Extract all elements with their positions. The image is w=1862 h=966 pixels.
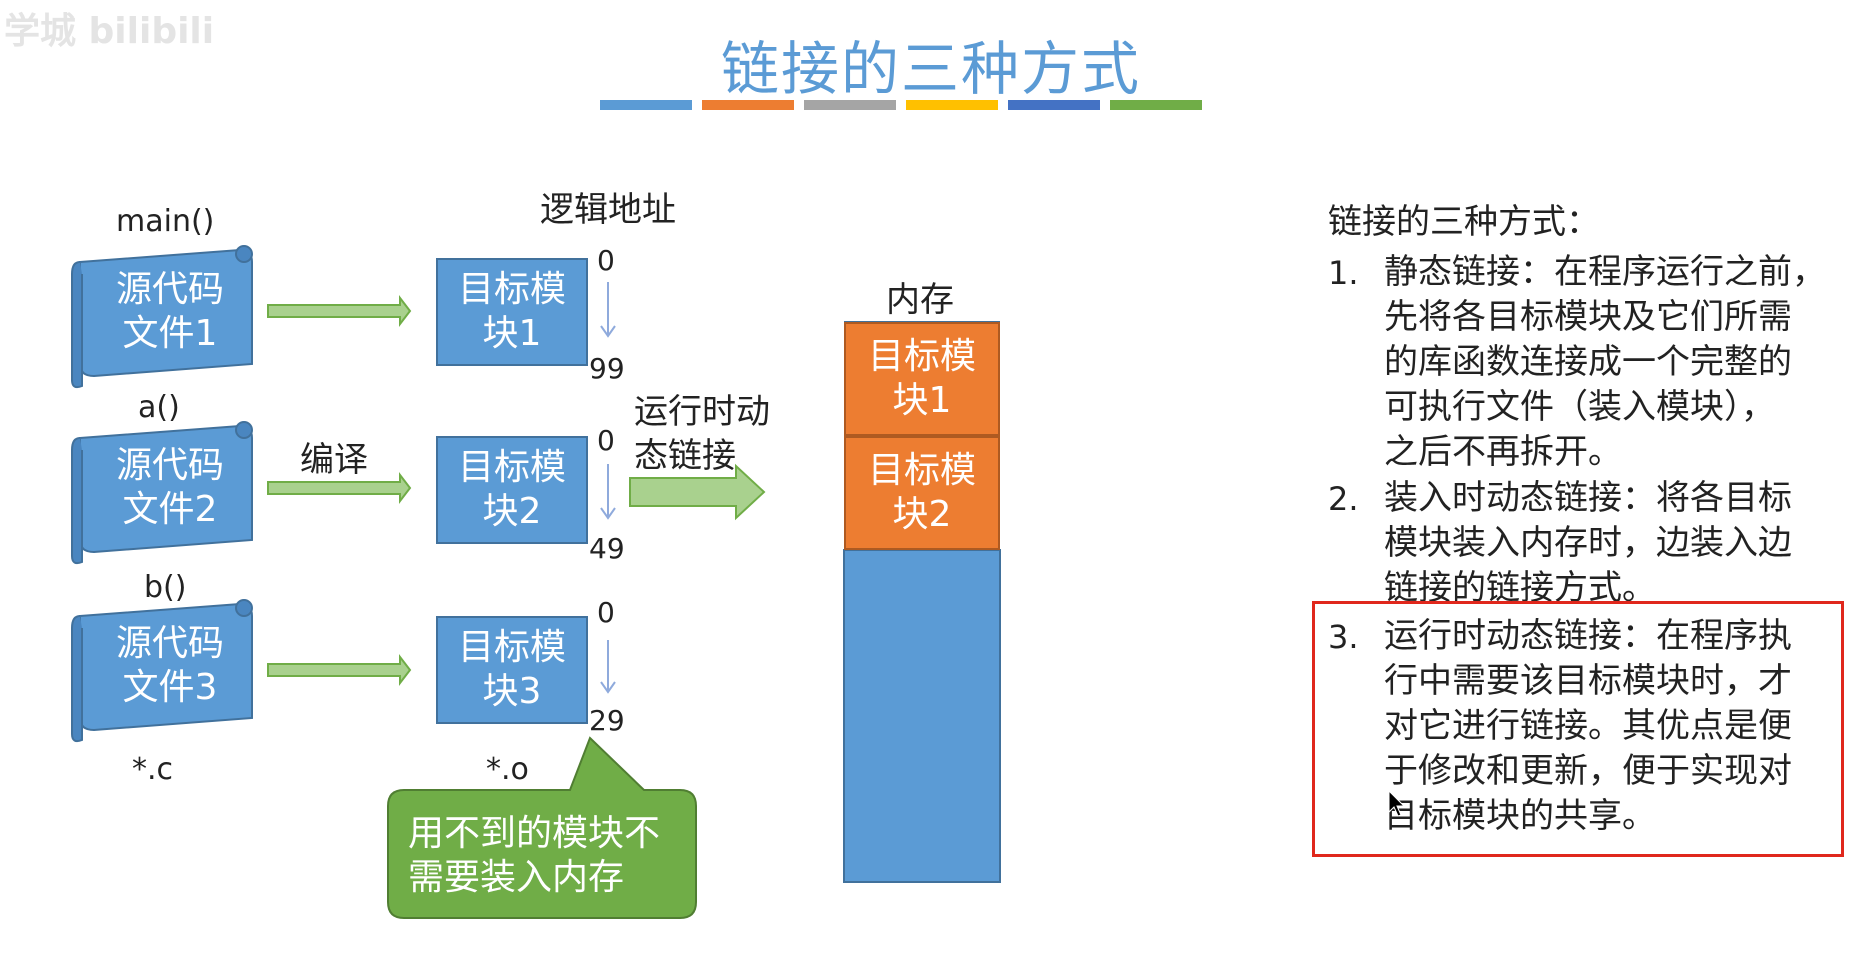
source-file-2: 源代码文件2 — [115, 445, 224, 530]
scroll-shape-1 — [71, 245, 253, 389]
title-color-bar — [600, 100, 1202, 110]
link-arrow — [629, 463, 766, 521]
module-2-start-address: 0 — [597, 424, 615, 457]
object-module-2: 目标模块2 — [436, 436, 588, 544]
title-bar-segment — [804, 100, 896, 110]
compile-label: 编译 — [300, 440, 368, 480]
module-3-start-address: 0 — [597, 596, 615, 629]
source-file-1: 源代码文件1 — [115, 269, 224, 354]
compile-arrow-1 — [267, 295, 412, 327]
compile-arrow-3 — [267, 654, 412, 686]
source-ext-label: *.c — [132, 752, 174, 787]
scroll-shape-2 — [71, 421, 253, 565]
address-arrow-3 — [600, 640, 616, 694]
watermark: 学城 bilibili — [4, 11, 215, 52]
memory-block-module-1: 目标模块1 — [844, 322, 1000, 436]
memory-block-module-2: 目标模块2 — [844, 436, 1000, 550]
source-func-label-3: b() — [144, 570, 187, 605]
source-func-label-2: a() — [138, 390, 180, 425]
module-3-end-address: 29 — [589, 704, 625, 737]
title-bar-segment — [1110, 100, 1202, 110]
module-ext-label: *.o — [486, 752, 529, 787]
scroll-shape-3 — [71, 599, 253, 743]
module-2-end-address: 49 — [589, 532, 625, 565]
source-file-3: 源代码文件3 — [115, 623, 224, 708]
title-bar-segment — [600, 100, 692, 110]
compile-arrow-2 — [267, 472, 412, 504]
title-bar-segment — [702, 100, 794, 110]
logical-address-label: 逻辑地址 — [540, 190, 676, 230]
module-1-end-address: 99 — [589, 352, 625, 385]
mouse-cursor-icon — [1388, 790, 1406, 817]
memory-free-area — [843, 549, 1001, 883]
module-1-start-address: 0 — [597, 244, 615, 277]
address-arrow-1 — [600, 282, 616, 338]
runtime-link-label: 运行时动态链接 — [634, 392, 770, 476]
callout-bubble — [387, 736, 697, 919]
title-bar-segment — [1008, 100, 1100, 110]
callout-text: 用不到的模块不需要装入内存 — [408, 813, 661, 898]
title-bar-segment — [906, 100, 998, 110]
memory-label: 内存 — [886, 280, 954, 320]
object-module-3: 目标模块3 — [436, 616, 588, 724]
source-func-label-1: main() — [116, 204, 215, 239]
notes-heading: 链接的三种方式： — [1328, 202, 1600, 242]
page-title: 链接的三种方式 — [720, 35, 1141, 103]
address-arrow-2 — [600, 464, 616, 520]
object-module-1: 目标模块1 — [436, 258, 588, 366]
highlight-box-item-3 — [1312, 601, 1844, 857]
